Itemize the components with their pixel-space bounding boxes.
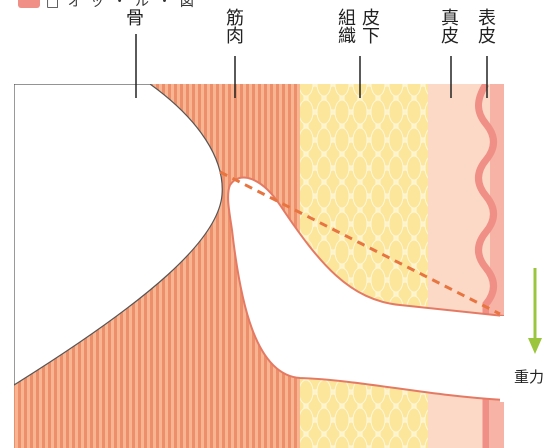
header-icon [18,0,40,8]
subcutaneous-label-left: 組 織 [338,10,356,46]
header-partial-title: □ オ ッ ・ ル ・ 図 [46,0,196,11]
gravity-label: 重力 [514,366,544,387]
dermis-label: 真 皮 [441,10,459,46]
gravity-arrow-head [528,338,542,354]
epidermis-label: 表 皮 [478,10,496,46]
bone-left-fill [0,84,14,448]
skin-gap-right [500,316,510,402]
bone-label: 骨 [126,10,144,28]
subcutaneous-label-right: 皮 下 [362,10,380,46]
muscle-label: 筋 肉 [226,10,244,46]
